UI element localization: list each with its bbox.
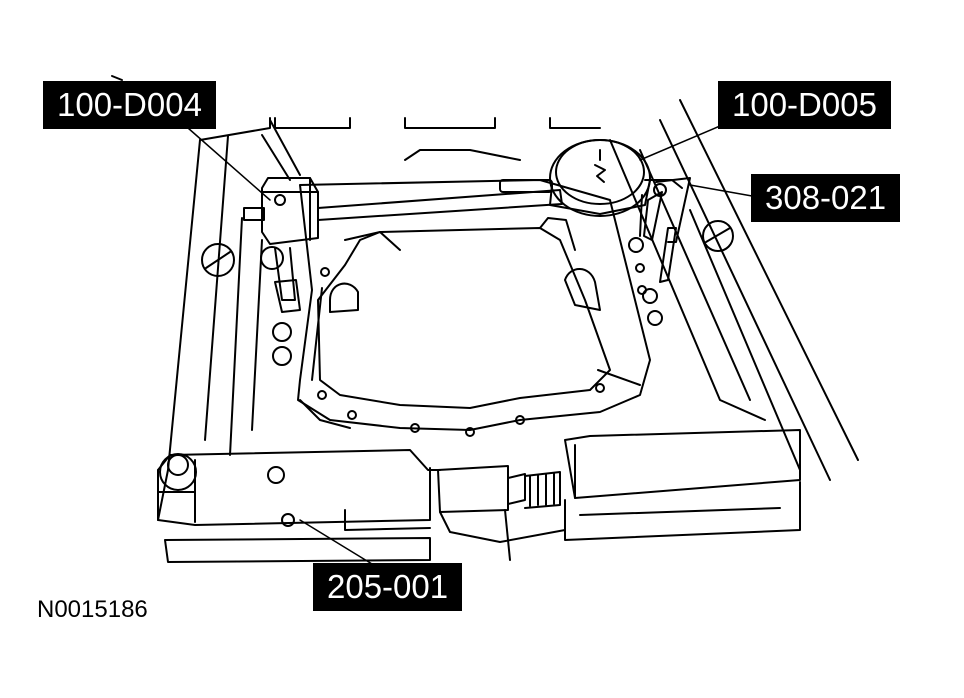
leader-lines xyxy=(187,125,753,565)
figure-id: N0015186 xyxy=(37,596,148,623)
dial-indicator xyxy=(499,139,683,217)
callout-100-d004: 100-D004 xyxy=(43,81,216,129)
callout-308-021: 308-021 xyxy=(751,174,901,222)
plate-screws xyxy=(201,220,734,366)
oil-pan-rail xyxy=(297,149,651,437)
indicator-clamp xyxy=(639,177,691,283)
callout-100-d005: 100-D005 xyxy=(718,81,891,129)
callout-205-001: 205-001 xyxy=(313,563,463,611)
fixture-plate xyxy=(111,75,859,521)
alignment-bar xyxy=(157,429,801,563)
magnetic-base-block xyxy=(243,119,563,313)
